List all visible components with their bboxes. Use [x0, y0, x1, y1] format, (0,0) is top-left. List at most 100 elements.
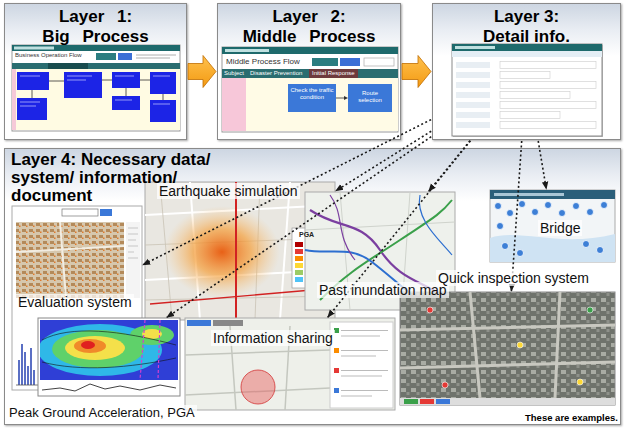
- big-process-screenshot-part: [20, 76, 170, 106]
- pga-contour-screenshot-part: [130, 325, 174, 345]
- inundation-map-screenshot-part: [305, 192, 455, 310]
- evaluation-system-screenshot-part: [128, 258, 138, 259]
- information-sharing-screenshot-part: [341, 336, 380, 337]
- middle-process-screenshot-part: [340, 58, 360, 66]
- label-holder: Initial Response: [312, 70, 355, 77]
- information-sharing-screenshot-part: [185, 318, 395, 410]
- big-process-screenshot-part: [17, 98, 47, 120]
- quick-inspection-screenshot-part: [470, 292, 480, 398]
- quick-inspection-screenshot-part: [420, 399, 434, 404]
- inundation-map-screenshot-part: [310, 210, 450, 300]
- big-process-screenshot-part: [150, 72, 176, 94]
- big-process-screenshot-part: [163, 94, 164, 100]
- label-holder: Route selection: [350, 90, 390, 104]
- label-holder: Disaster Prevention: [250, 70, 302, 77]
- pga-contour-screenshot-part: [65, 336, 125, 360]
- screen-text: Subject: [224, 70, 244, 77]
- screen-text: PGA: [299, 231, 314, 239]
- middle-process-screenshot-part: [222, 47, 398, 54]
- detail-info-screenshot-part: [500, 72, 550, 79]
- label-holder: Check the traffic condition: [290, 87, 334, 101]
- pga-contour-screenshot-part: [42, 384, 176, 391]
- pga-contour-screenshot-part: [42, 358, 176, 368]
- big-process-screenshot-part: [12, 69, 16, 130]
- layer-title: Layer 3: Detail info.: [482, 7, 572, 47]
- detail-info-screenshot-part: [500, 102, 596, 109]
- label-holder: These are examples.: [525, 413, 618, 424]
- big-process-screenshot-part: [17, 72, 49, 90]
- detail-info-screenshot: [452, 44, 603, 137]
- evaluation-system-screenshot-part: [21, 344, 23, 385]
- evaluation-system-screenshot-part: [100, 209, 112, 216]
- big-process-screenshot-part: [67, 76, 92, 77]
- screenshot-label: Information sharing: [211, 330, 335, 346]
- bridge-screenshot: [490, 190, 615, 262]
- information-sharing-screenshot-part: [341, 356, 376, 357]
- quick-inspection-screenshot-part: [400, 292, 615, 405]
- evaluation-system-screenshot-part: [16, 246, 124, 252]
- detail-info-screenshot-part: [456, 82, 490, 88]
- detail-info-screenshot-part: [452, 51, 602, 57]
- screen-text: These are examples.: [525, 413, 618, 424]
- big-process-screenshot-part: [96, 53, 116, 60]
- pga-contour-screenshot-part: [140, 320, 145, 380]
- detail-info-screenshot-part: [452, 44, 602, 136]
- detail-info-screenshot-part: [456, 62, 490, 128]
- screen-text: Initial Response: [312, 70, 355, 77]
- quick-inspection-screenshot-part: [577, 379, 583, 385]
- detail-info-screenshot-part: [455, 46, 495, 49]
- bridge-screenshot-part: [587, 209, 594, 216]
- detail-info-screenshot-part: [500, 92, 570, 99]
- big-process-screenshot-part: [20, 102, 40, 103]
- evaluation-system-screenshot-part: [16, 385, 40, 386]
- quick-inspection-screenshot-part: [400, 362, 615, 368]
- information-sharing-screenshot-part: [341, 350, 388, 351]
- information-sharing-screenshot-part: [341, 390, 388, 391]
- pga-contour-screenshot-part: [74, 339, 106, 353]
- big-process-screenshot-part: [112, 96, 140, 110]
- bridge-screenshot-part: [517, 250, 524, 257]
- bridge-screenshot-part: [545, 202, 552, 209]
- screenshot-label: Past inundation map: [317, 282, 449, 298]
- quick-inspection-screenshot-part: [400, 325, 615, 330]
- pga-contour-screenshot-part: [42, 331, 176, 345]
- information-sharing-screenshot-part: [185, 350, 330, 355]
- evaluation-system-screenshot-part: [24, 352, 26, 385]
- information-sharing-screenshot: [185, 318, 395, 410]
- bridge-screenshot-part: [495, 201, 608, 257]
- label-holder: PGA: [299, 231, 314, 239]
- label-holder: Subject: [224, 70, 244, 77]
- label-holder: Business Operation Flow: [15, 52, 82, 59]
- evaluation-system-screenshot-part: [126, 222, 140, 298]
- inundation-map-screenshot: [305, 192, 455, 310]
- layer-title: Layer 2: Middle Process: [241, 7, 377, 47]
- quick-inspection-screenshot-part: [404, 399, 418, 404]
- big-process-screenshot-part: [115, 76, 134, 77]
- middle-process-screenshot-part: [348, 84, 392, 112]
- evaluation-system-screenshot-part: [16, 222, 124, 298]
- information-sharing-screenshot-part: [213, 320, 243, 326]
- screenshot-label: Evaluation system: [16, 294, 134, 310]
- information-sharing-screenshot-part: [185, 326, 330, 410]
- pga-contour-screenshot-part: [40, 320, 178, 380]
- middle-process-screenshot-part: [312, 58, 338, 66]
- information-sharing-screenshot-part: [187, 320, 211, 326]
- inundation-map-screenshot-part: [305, 192, 455, 310]
- big-process-screenshot-part: [12, 63, 180, 69]
- big-process-screenshot-part: [140, 80, 150, 81]
- big-process-screenshot-part: [118, 53, 132, 60]
- detail-info-screenshot-part: [500, 62, 596, 129]
- middle-process-screenshot-part: [246, 78, 398, 131]
- big-process-screenshot-part: [136, 55, 176, 56]
- detail-info-screenshot-part: [456, 72, 490, 78]
- evaluation-system-screenshot-part: [33, 370, 35, 385]
- screen-text: Business Operation Flow: [15, 52, 82, 59]
- middle-process-screenshot-part: [344, 96, 348, 100]
- quick-inspection-screenshot-part: [427, 307, 433, 313]
- screenshot-label: Peak Ground Acceleration, PGA: [7, 405, 197, 421]
- screenshot-label: Quick inspection system: [436, 270, 591, 286]
- quick-inspection-screenshot-part: [400, 398, 615, 405]
- bridge-screenshot-part: [573, 203, 580, 210]
- information-sharing-screenshot-part: [341, 330, 388, 331]
- evaluation-system-screenshot-part: [128, 234, 138, 235]
